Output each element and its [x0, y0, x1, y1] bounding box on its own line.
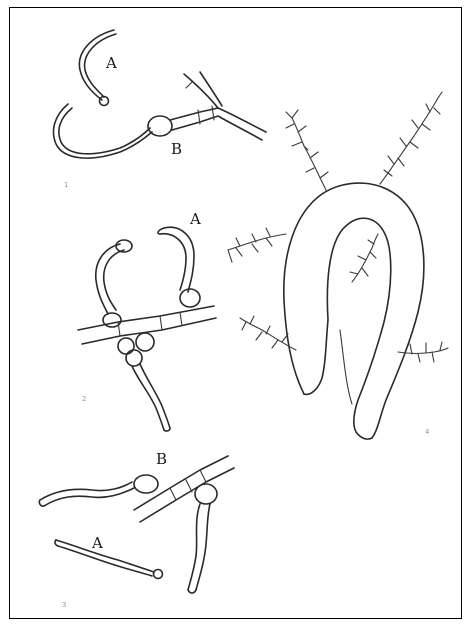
- panel2-hypha-left: [96, 244, 120, 314]
- panel4-hypha-left: [228, 228, 286, 262]
- panel1-host-filament: [170, 108, 266, 132]
- panel3-cell: [195, 484, 217, 504]
- panel-number-4: 4: [425, 428, 430, 436]
- panel3-label-a: A: [91, 534, 103, 552]
- panel3-label-b: B: [156, 450, 167, 468]
- panel4-hypha-upper-left: [286, 110, 328, 190]
- panel2-hypha-right: [164, 227, 194, 292]
- panel-2: A 2: [78, 210, 216, 431]
- panel3-hypha-a: [56, 540, 154, 572]
- panel1-label-b: B: [171, 140, 182, 158]
- panel1-swelling: [148, 116, 172, 136]
- panel-number-2: 2: [82, 395, 86, 403]
- panel1-knob: [100, 97, 109, 106]
- panel-1: A B 1: [53, 30, 266, 189]
- panel4-hypha-upper-right: [380, 92, 442, 184]
- panel-number-3: 3: [62, 601, 66, 609]
- panel2-host-filament: [78, 306, 214, 330]
- panel4-body-inner: [327, 218, 390, 439]
- panel-4: 4: [228, 92, 448, 439]
- panel4-hypha-inner: [350, 234, 378, 282]
- panel3-hypha-b: [40, 482, 132, 500]
- panel1-label-a: A: [105, 54, 117, 72]
- panel2-label-a: A: [189, 210, 201, 228]
- panel-number-1: 1: [64, 181, 68, 189]
- panel2-cell: [118, 338, 134, 354]
- panel-3: B A 3: [39, 450, 234, 609]
